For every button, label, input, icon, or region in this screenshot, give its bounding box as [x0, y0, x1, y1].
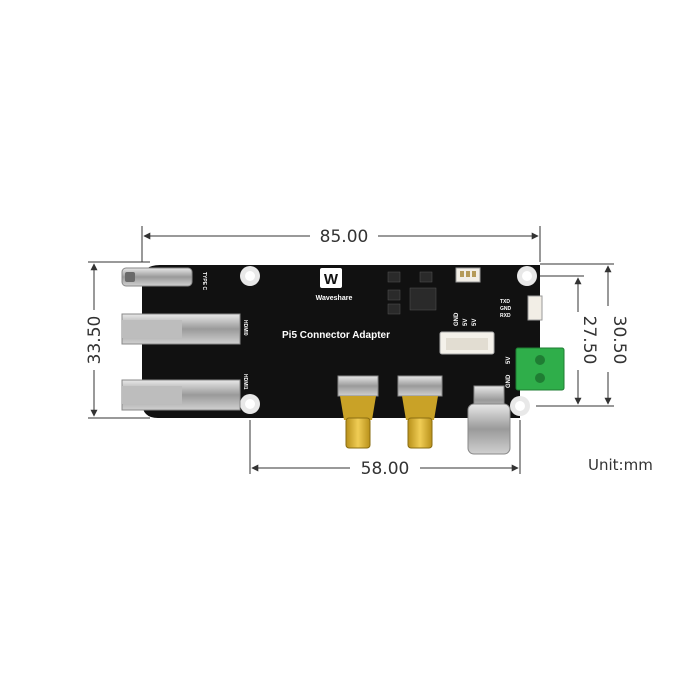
dim-label-height-left: 33.50	[85, 316, 105, 365]
dim-label-height-right-inner: 27.50	[579, 316, 599, 365]
label-gnd-b: GND	[506, 374, 512, 388]
dim-label-height-right-outer: 30.50	[609, 316, 629, 365]
label-gnd-c: GND	[500, 306, 512, 312]
uart-header	[455, 267, 481, 283]
mounting-hole	[517, 266, 537, 286]
label-gnd-a: GND	[454, 312, 460, 326]
dim-width-bottom	[249, 420, 521, 474]
uart-header-side	[527, 295, 543, 321]
label-5v-b: 5V	[472, 319, 478, 326]
mounting-hole	[510, 396, 530, 416]
dim-width-top	[141, 226, 541, 262]
mounting-hole	[240, 394, 260, 414]
board-title: Pi5 Connector Adapter	[282, 330, 390, 341]
unit-label: Unit:mm	[588, 456, 653, 474]
usb-type-c-female	[121, 267, 193, 287]
micro-hdmi-plug-1	[397, 375, 443, 449]
label-tx: TXD	[500, 299, 510, 305]
dim-height-right-outer	[540, 263, 614, 407]
label-5v-c: 5V	[506, 357, 512, 364]
logo-glyph: W	[324, 271, 339, 288]
dim-height-left	[88, 261, 150, 419]
hdmi-port-1	[121, 379, 241, 411]
brand-logo: W	[320, 268, 342, 288]
screw-terminal	[515, 347, 565, 391]
hdmi-port-0	[121, 313, 241, 345]
power-header	[439, 331, 495, 355]
adapter-board: W Waveshare Pi5 Connector Adapter GND 5V…	[142, 265, 565, 418]
dim-label-width-bottom: 58.00	[361, 459, 410, 479]
label-rx: RXD	[500, 313, 511, 319]
label-5v-a: 5V	[463, 319, 469, 326]
label-hdmi0: HDMI0	[242, 320, 248, 336]
label-type-c: TYPE C	[201, 272, 207, 290]
usb-type-c-plug	[467, 385, 511, 455]
dim-label-width-top: 85.00	[320, 227, 369, 247]
mounting-hole	[240, 266, 260, 286]
label-hdmi1: HDMI1	[242, 374, 248, 390]
smd-components	[387, 271, 437, 315]
micro-hdmi-plug-0	[337, 375, 379, 449]
brand-name: Waveshare	[316, 295, 353, 302]
